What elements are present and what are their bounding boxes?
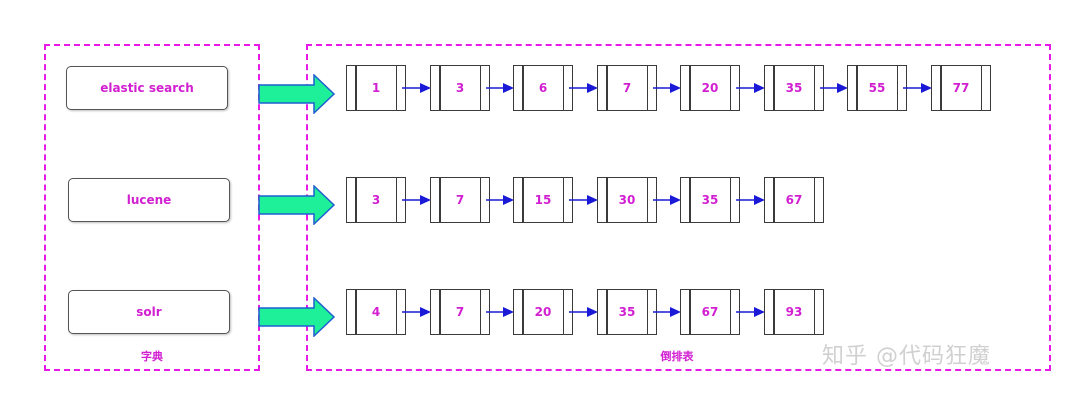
doc-id-node: 30 <box>597 177 657 223</box>
term-to-list-arrow <box>258 74 336 114</box>
next-link-arrow <box>653 83 681 93</box>
next-link-arrow <box>653 307 681 317</box>
next-link-arrow <box>569 83 598 93</box>
doc-id-node: 7 <box>430 177 490 223</box>
term-box-lucene: lucene <box>68 178 230 222</box>
watermark-text: 知乎 @代码狂魔 <box>822 344 991 369</box>
doc-id-node: 15 <box>513 177 573 223</box>
term-box-solr: solr <box>68 290 230 334</box>
doc-id-node: 55 <box>847 65 907 111</box>
next-link-arrow <box>736 195 765 205</box>
next-link-arrow <box>569 195 598 205</box>
doc-id-node: 20 <box>513 289 573 335</box>
doc-id-node: 1 <box>346 65 406 111</box>
next-link-arrow <box>820 83 848 93</box>
next-link-arrow <box>402 307 431 317</box>
next-link-arrow <box>736 83 765 93</box>
doc-id-node: 93 <box>764 289 824 335</box>
doc-id-node: 6 <box>513 65 573 111</box>
doc-id-node: 35 <box>764 65 824 111</box>
doc-id-node: 7 <box>430 289 490 335</box>
doc-id-node: 35 <box>597 289 657 335</box>
doc-id-node: 3 <box>430 65 490 111</box>
posting-list-label: 倒排表 <box>660 350 694 363</box>
dictionary-label: 字典 <box>141 350 163 363</box>
doc-id-node: 77 <box>931 65 991 111</box>
term-box-elastic-search: elastic search <box>66 66 228 110</box>
next-link-arrow <box>736 307 765 317</box>
next-link-arrow <box>402 195 431 205</box>
doc-id-node: 3 <box>346 177 406 223</box>
doc-id-node: 67 <box>680 289 740 335</box>
doc-id-node: 7 <box>597 65 657 111</box>
doc-id-node: 20 <box>680 65 740 111</box>
next-link-arrow <box>903 83 932 93</box>
next-link-arrow <box>486 195 514 205</box>
next-link-arrow <box>569 307 598 317</box>
term-to-list-arrow <box>258 185 336 225</box>
next-link-arrow <box>486 307 514 317</box>
term-to-list-arrow <box>258 297 336 337</box>
next-link-arrow <box>402 83 431 93</box>
next-link-arrow <box>653 195 681 205</box>
doc-id-node: 35 <box>680 177 740 223</box>
next-link-arrow <box>486 83 514 93</box>
doc-id-node: 4 <box>346 289 406 335</box>
doc-id-node: 67 <box>764 177 824 223</box>
